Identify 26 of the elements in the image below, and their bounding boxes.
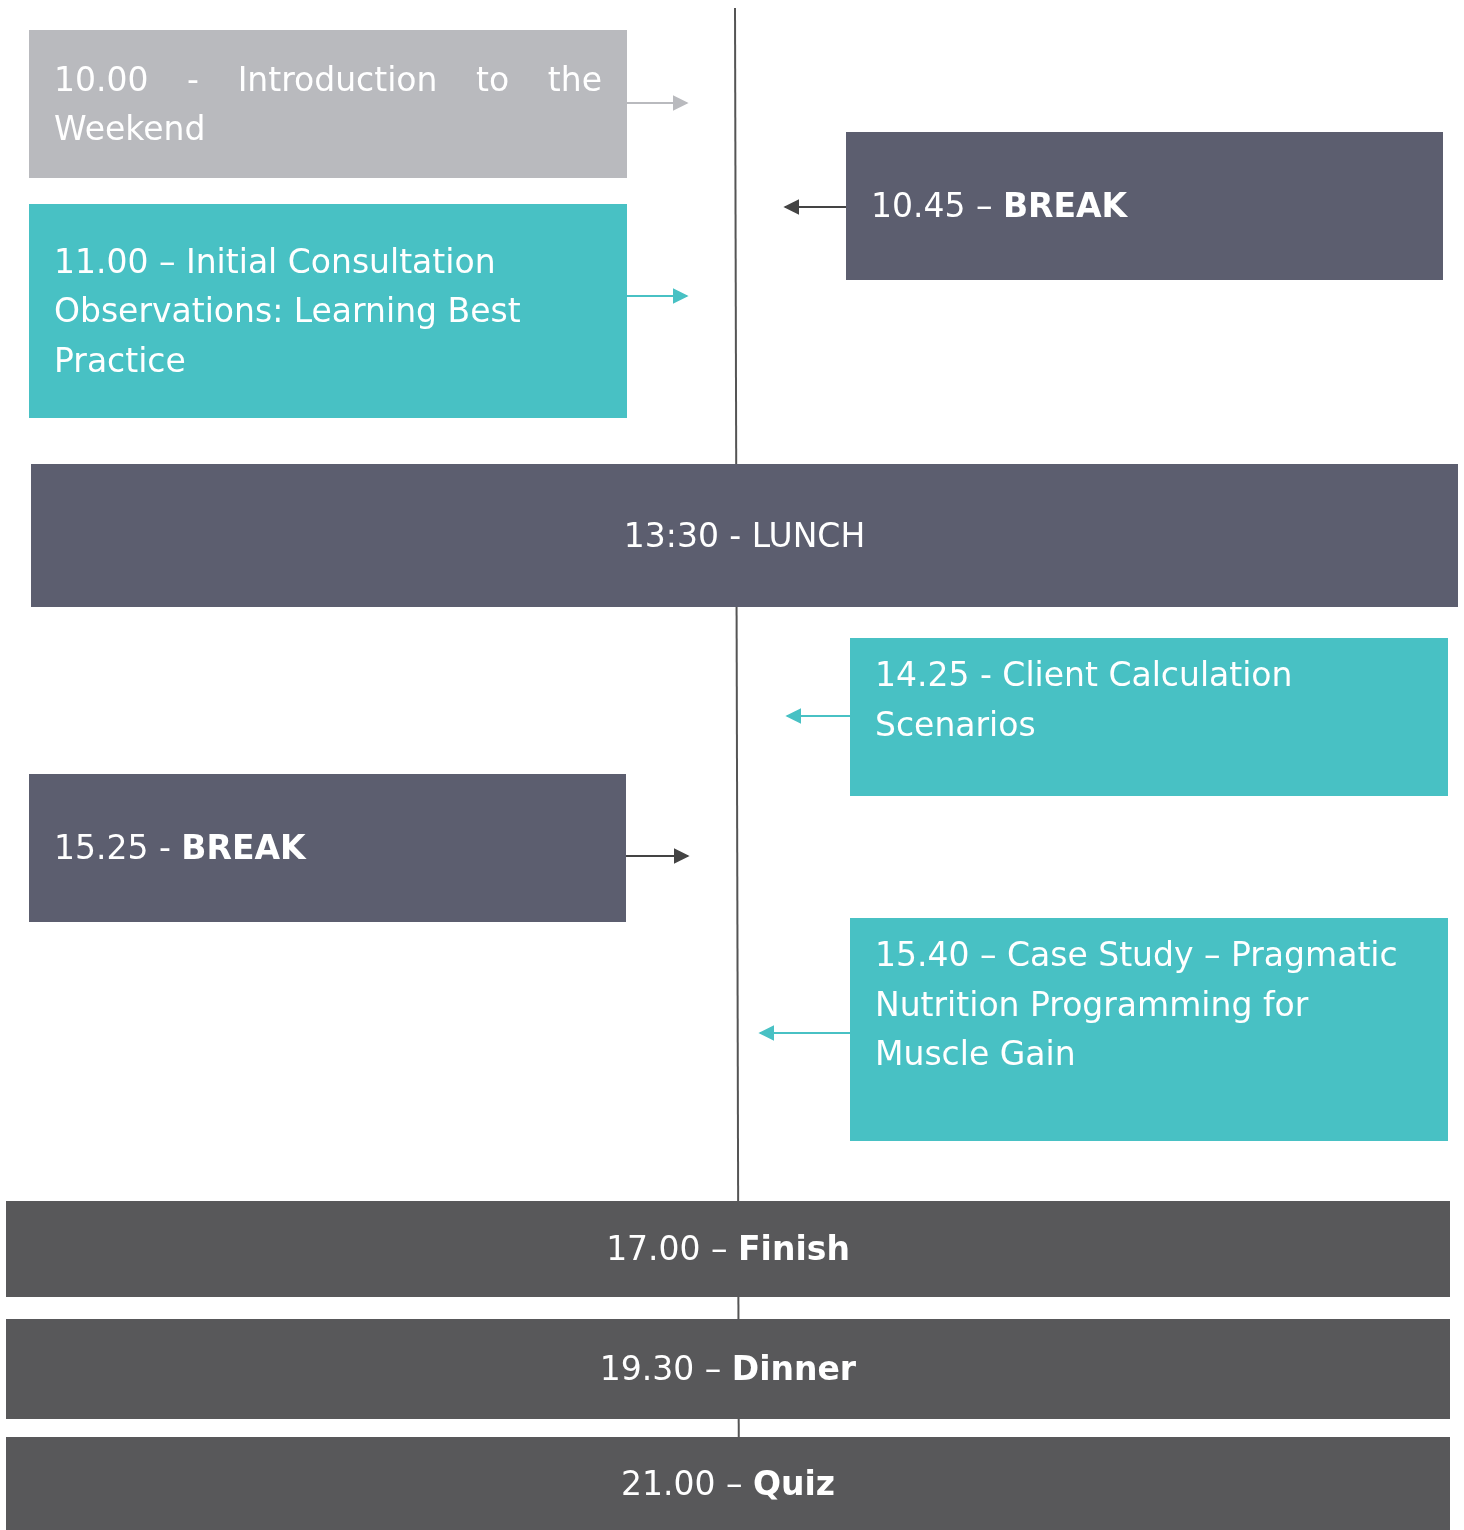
schedule-box xyxy=(850,918,1448,1141)
session-text: 10.00 - Introduction to the Weekend xyxy=(54,58,602,150)
schedule-box xyxy=(846,132,1443,280)
session-text: 15.40 – Case Study – Pragmatic Nutrition Programming for Muscle Gain xyxy=(875,934,1399,1075)
session-text: 19.30 – Dinner xyxy=(599,1348,857,1391)
schedule-box xyxy=(29,204,627,418)
schedule-box xyxy=(850,638,1448,796)
session-text: 13:30 - LUNCH xyxy=(623,514,866,557)
arrow xyxy=(783,199,847,215)
arrow xyxy=(626,95,689,111)
arrow xyxy=(785,708,851,724)
schedule-band xyxy=(6,1319,1450,1419)
arrow xyxy=(626,288,689,304)
schedule-box xyxy=(29,30,627,178)
schedule-box xyxy=(29,774,626,922)
session-text: 10.45 – BREAK xyxy=(871,185,1128,228)
schedule-band xyxy=(31,464,1458,607)
schedule-band xyxy=(6,1201,1450,1297)
session-text: 17.00 – Finish xyxy=(606,1228,850,1271)
schedule-band xyxy=(6,1437,1450,1530)
session-text: 21.00 – Quiz xyxy=(621,1462,835,1505)
session-text: 14.25 - Client Calculation Scenarios xyxy=(875,654,1294,746)
session-text: 11.00 – Initial Consultation Observations: Learning Best Practice xyxy=(54,240,522,382)
session-text: 15.25 - BREAK xyxy=(54,827,306,870)
arrow xyxy=(758,1025,851,1041)
arrow xyxy=(625,848,690,864)
